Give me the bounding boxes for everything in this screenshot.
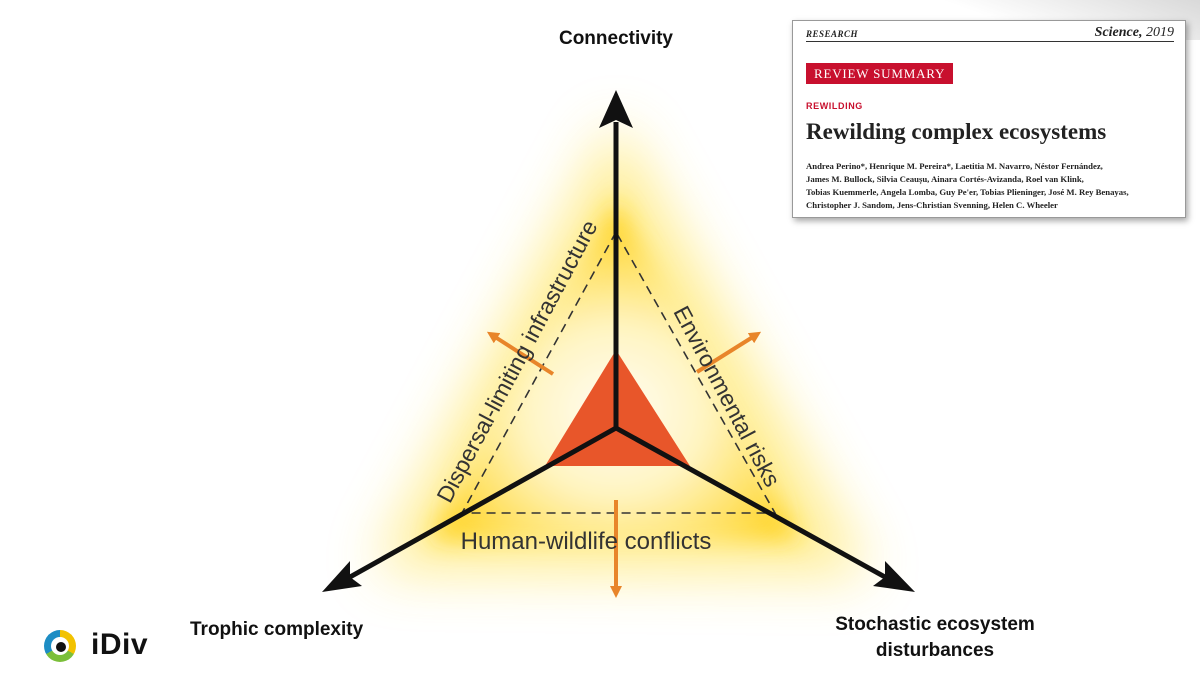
idiv-logo: iDiv	[44, 628, 164, 664]
stochastic-disturbances-line2: disturbances	[875, 640, 995, 661]
human-wildlife-conflicts-label: Human-wildlife conflicts	[461, 528, 712, 555]
disturbance-axis	[614, 425, 887, 580]
left-outward-arrow	[486, 331, 555, 376]
journal-year: 2019	[1146, 25, 1174, 40]
trophic-axis	[348, 425, 618, 580]
stochastic-disturbances-label: Stochastic ecosystem disturbances	[820, 612, 1050, 664]
connectivity-arrowhead	[599, 90, 633, 128]
trophic-arrowhead	[322, 561, 362, 592]
stochastic-disturbances-line1: Stochastic ecosystem	[835, 614, 1035, 635]
authors-line: Tobias Kuemmerle, Angela Lomba, Guy Pe'e…	[806, 187, 1129, 197]
topic-label: REWILDING	[806, 101, 863, 111]
authors-line: Christopher J. Sandom, Jens-Christian Sv…	[806, 200, 1058, 210]
author-list: Andrea Perino*, Henrique M. Pereira*, La…	[806, 160, 1181, 212]
journal-citation: Science, 2019	[1095, 25, 1174, 41]
idiv-logo-dot	[56, 642, 66, 652]
right-outward-arrow	[695, 331, 762, 374]
idiv-logo-text: iDiv	[91, 628, 149, 661]
paper-header: RESEARCH Science, 2019	[806, 25, 1174, 42]
section-header: RESEARCH	[806, 29, 859, 39]
journal-name: Science,	[1094, 25, 1143, 40]
paper-summary-card: RESEARCH Science, 2019 REVIEW SUMMARY RE…	[792, 20, 1186, 218]
paper-title: Rewilding complex ecosystems	[806, 119, 1107, 144]
disturbance-arrowhead	[873, 561, 915, 592]
review-summary-banner: REVIEW SUMMARY	[806, 63, 954, 84]
trophic-complexity-label: Trophic complexity	[190, 619, 364, 640]
authors-line: Andrea Perino*, Henrique M. Pereira*, La…	[806, 161, 1103, 171]
authors-line: James M. Bullock, Silvia Ceaușu, Ainara …	[806, 174, 1084, 184]
connectivity-label: Connectivity	[558, 28, 674, 49]
